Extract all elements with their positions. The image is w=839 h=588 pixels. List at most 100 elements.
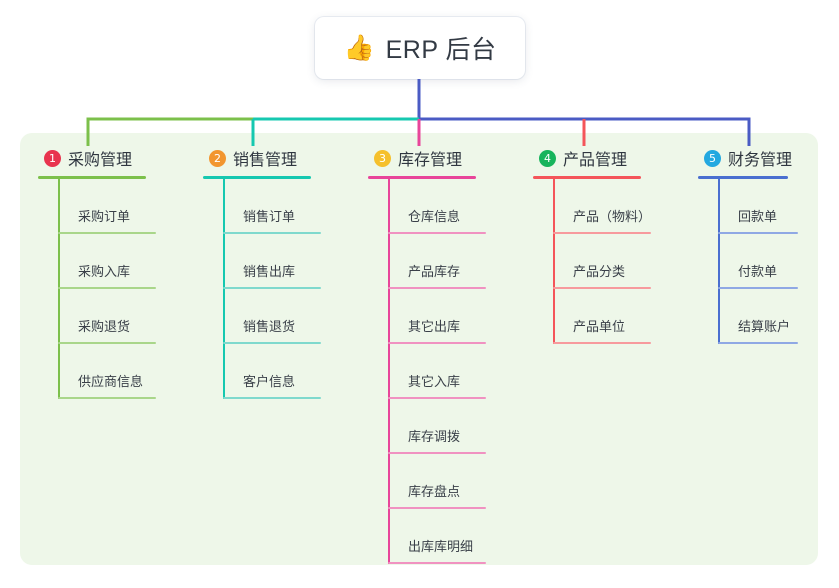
branch-item-rule bbox=[388, 287, 486, 289]
branch-item-list: 回款单付款单结算账户 bbox=[698, 179, 828, 344]
branch-item-label: 库存调拨 bbox=[408, 429, 461, 444]
branch-item[interactable]: 库存盘点 bbox=[368, 454, 516, 509]
branch-item[interactable]: 产品（物料） bbox=[533, 179, 681, 234]
branch-item-label: 出库库明细 bbox=[408, 539, 474, 554]
branch-trunk-line bbox=[388, 179, 390, 564]
branch-number-badge: 2 bbox=[209, 149, 226, 167]
branch-item-rule bbox=[223, 342, 321, 344]
branch-item-rule bbox=[718, 232, 798, 234]
branch-item[interactable]: 回款单 bbox=[698, 179, 828, 234]
branch-item-label: 客户信息 bbox=[243, 374, 296, 389]
branch-item-list: 仓库信息产品库存其它出库其它入库库存调拨库存盘点出库库明细 bbox=[368, 179, 516, 564]
branch-item-label: 采购订单 bbox=[78, 209, 131, 224]
branch-item[interactable]: 销售退货 bbox=[203, 289, 351, 344]
branch-header-产品管理[interactable]: 4 产品管理 bbox=[533, 146, 681, 170]
branch-item[interactable]: 销售出库 bbox=[203, 234, 351, 289]
branch-item-label: 其它入库 bbox=[408, 374, 461, 389]
branch-item-list: 采购订单采购入库采购退货供应商信息 bbox=[38, 179, 186, 399]
branch-item-rule bbox=[223, 232, 321, 234]
branch-header-rule bbox=[698, 176, 788, 179]
branch-number-badge: 3 bbox=[374, 149, 391, 167]
branch-item[interactable]: 产品分类 bbox=[533, 234, 681, 289]
branch-column-采购管理: 1 采购管理采购订单采购入库采购退货供应商信息 bbox=[38, 146, 186, 399]
root-node-title: ERP 后台 bbox=[385, 36, 497, 64]
branch-number-badge: 1 bbox=[44, 149, 61, 167]
branch-item-label: 产品单位 bbox=[573, 319, 626, 334]
branch-column-库存管理: 3 库存管理仓库信息产品库存其它出库其它入库库存调拨库存盘点出库库明细 bbox=[368, 146, 516, 564]
branch-title: 产品管理 bbox=[563, 152, 628, 169]
branch-header-销售管理[interactable]: 2 销售管理 bbox=[203, 146, 351, 170]
branch-item[interactable]: 采购订单 bbox=[38, 179, 186, 234]
branch-item-rule bbox=[718, 342, 798, 344]
branch-title: 采购管理 bbox=[68, 152, 133, 169]
branch-item-rule bbox=[223, 287, 321, 289]
branch-trunk-line bbox=[223, 179, 225, 399]
branch-item-label: 产品库存 bbox=[408, 264, 461, 279]
branch-item-rule bbox=[388, 342, 486, 344]
branch-column-销售管理: 2 销售管理销售订单销售出库销售退货客户信息 bbox=[203, 146, 351, 399]
branch-item[interactable]: 产品单位 bbox=[533, 289, 681, 344]
branch-item[interactable]: 其它入库 bbox=[368, 344, 516, 399]
branch-item-rule bbox=[388, 562, 486, 564]
branch-item-rule bbox=[553, 232, 651, 234]
branch-title: 财务管理 bbox=[728, 152, 793, 169]
branch-number-badge: 4 bbox=[539, 149, 556, 167]
branch-item[interactable]: 客户信息 bbox=[203, 344, 351, 399]
branch-trunk-line bbox=[553, 179, 555, 344]
branch-item[interactable]: 结算账户 bbox=[698, 289, 828, 344]
branch-item[interactable]: 仓库信息 bbox=[368, 179, 516, 234]
root-node[interactable]: 👍 ERP 后台 bbox=[315, 17, 525, 79]
branch-column-财务管理: 5 财务管理回款单付款单结算账户 bbox=[698, 146, 828, 344]
branch-item[interactable]: 采购退货 bbox=[38, 289, 186, 344]
branch-item[interactable]: 出库库明细 bbox=[368, 509, 516, 564]
branch-title: 库存管理 bbox=[398, 152, 463, 169]
branch-item-rule bbox=[388, 397, 486, 399]
branch-item-label: 库存盘点 bbox=[408, 484, 461, 499]
branch-header-库存管理[interactable]: 3 库存管理 bbox=[368, 146, 516, 170]
branch-item-rule bbox=[388, 452, 486, 454]
branch-item-label: 回款单 bbox=[738, 209, 778, 224]
branch-item-label: 采购退货 bbox=[78, 319, 131, 334]
branch-item-rule bbox=[553, 287, 651, 289]
branch-item-label: 结算账户 bbox=[738, 319, 791, 334]
branch-item-rule bbox=[388, 507, 486, 509]
branch-item-rule bbox=[58, 232, 156, 234]
branch-item[interactable]: 库存调拨 bbox=[368, 399, 516, 454]
thumbs-up-icon: 👍 bbox=[343, 33, 375, 62]
branch-item[interactable]: 付款单 bbox=[698, 234, 828, 289]
branch-header-rule bbox=[38, 176, 146, 179]
branch-header-采购管理[interactable]: 1 采购管理 bbox=[38, 146, 186, 170]
branch-item-label: 仓库信息 bbox=[408, 209, 461, 224]
branch-item[interactable]: 产品库存 bbox=[368, 234, 516, 289]
branch-item-label: 销售出库 bbox=[243, 264, 296, 279]
branch-title: 销售管理 bbox=[233, 152, 298, 169]
root-node-content: 👍 ERP 后台 bbox=[343, 30, 496, 66]
branch-column-产品管理: 4 产品管理产品（物料） 产品分类产品单位 bbox=[533, 146, 681, 344]
branch-item[interactable]: 供应商信息 bbox=[38, 344, 186, 399]
branch-item-rule bbox=[718, 287, 798, 289]
branch-item[interactable]: 采购入库 bbox=[38, 234, 186, 289]
branch-item-label: 其它出库 bbox=[408, 319, 461, 334]
branch-trunk-line bbox=[718, 179, 720, 344]
branch-header-rule bbox=[533, 176, 641, 179]
branch-item-rule bbox=[58, 287, 156, 289]
branch-item-rule bbox=[553, 342, 651, 344]
branch-item-list: 销售订单销售出库销售退货客户信息 bbox=[203, 179, 351, 399]
branch-item-label: 销售订单 bbox=[243, 209, 296, 224]
branch-item-label: 产品（物料） bbox=[573, 209, 652, 224]
branch-item-rule bbox=[58, 397, 156, 399]
branch-number-badge: 5 bbox=[704, 149, 721, 167]
branch-item-rule bbox=[223, 397, 321, 399]
branch-header-rule bbox=[203, 176, 311, 179]
branch-item-label: 销售退货 bbox=[243, 319, 296, 334]
branch-trunk-line bbox=[58, 179, 60, 399]
branch-item-label: 付款单 bbox=[738, 264, 778, 279]
branch-item[interactable]: 销售订单 bbox=[203, 179, 351, 234]
branch-item-rule bbox=[58, 342, 156, 344]
branch-item[interactable]: 其它出库 bbox=[368, 289, 516, 344]
branch-item-label: 供应商信息 bbox=[78, 374, 144, 389]
branch-header-财务管理[interactable]: 5 财务管理 bbox=[698, 146, 828, 170]
branch-item-rule bbox=[388, 232, 486, 234]
branch-item-list: 产品（物料） 产品分类产品单位 bbox=[533, 179, 681, 344]
